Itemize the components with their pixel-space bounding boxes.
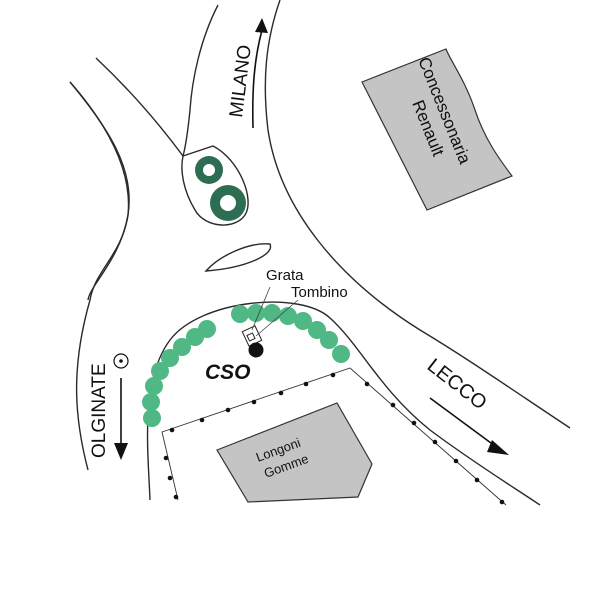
arrow-milano-head-icon bbox=[255, 18, 268, 33]
arrow-olginate-head-icon bbox=[114, 443, 128, 460]
arrow-milano bbox=[251, 29, 263, 129]
label-olginate: OLGINATE bbox=[89, 363, 110, 458]
small-island bbox=[204, 243, 272, 272]
cso-point-icon bbox=[248, 342, 264, 358]
building-longoni-gomme bbox=[216, 402, 373, 503]
arrow-lecco-head-icon bbox=[487, 440, 509, 455]
label-cso: CSO bbox=[205, 361, 251, 384]
building-concessionaria bbox=[361, 48, 513, 211]
arrow-lecco bbox=[429, 397, 496, 447]
tree-icon-large bbox=[210, 185, 246, 221]
olginate-marker-dot bbox=[119, 359, 123, 363]
road-diagonal-upper bbox=[95, 57, 184, 157]
label-tombino: Tombino bbox=[291, 284, 348, 301]
olginate-marker-icon bbox=[113, 353, 129, 369]
traffic-island bbox=[181, 145, 249, 226]
tree-icon-small bbox=[195, 156, 223, 184]
road-left-outer-edge bbox=[69, 81, 130, 301]
label-grata: Grata bbox=[266, 267, 304, 284]
fence bbox=[161, 367, 507, 506]
label-milano: MILANO bbox=[226, 44, 256, 119]
label-lecco: LECCO bbox=[423, 355, 491, 415]
road-left-curve bbox=[69, 81, 130, 471]
hedge bbox=[142, 304, 350, 427]
fence-posts bbox=[163, 372, 505, 505]
road-milano-left bbox=[182, 4, 219, 157]
road-milano-right bbox=[264, 0, 571, 429]
